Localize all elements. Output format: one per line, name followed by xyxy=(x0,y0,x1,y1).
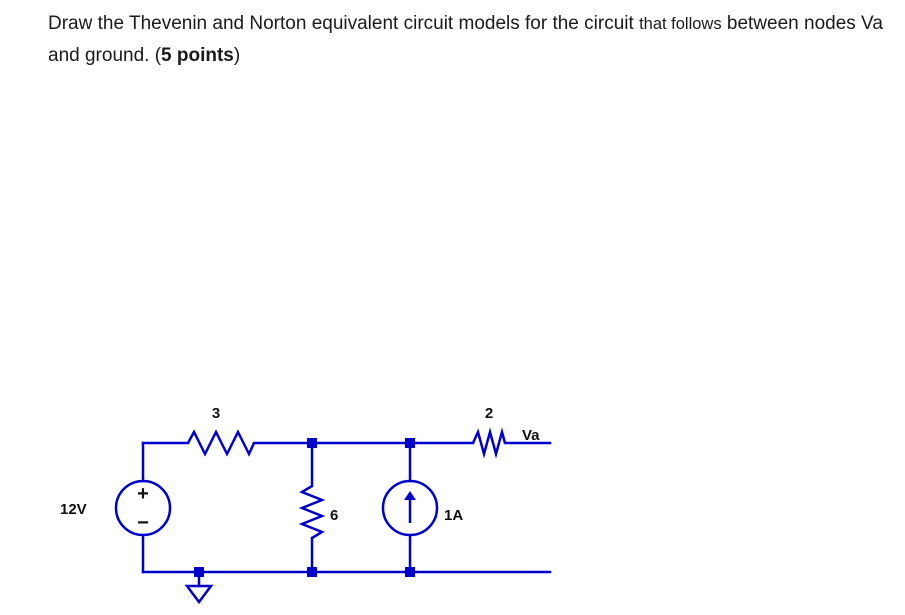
label-12v: 12V xyxy=(60,501,87,518)
label-r3: 2 xyxy=(485,405,493,422)
question-part-2: that follows xyxy=(639,15,722,33)
voltage-source: + − xyxy=(114,479,172,537)
current-source xyxy=(381,479,439,537)
ground-icon xyxy=(184,584,214,605)
plus-sign: + xyxy=(137,483,149,505)
question-part-3: between nodes Va and ground. xyxy=(48,13,883,66)
resistor-r1 xyxy=(186,429,256,457)
label-r1: 3 xyxy=(212,405,220,422)
points-label: 5 points xyxy=(161,45,234,66)
label-va: Va xyxy=(522,427,540,444)
close-paren: ) xyxy=(233,45,241,66)
label-1a: 1A xyxy=(444,507,463,524)
node-top-cs xyxy=(405,438,415,448)
node-top-mid xyxy=(307,438,317,448)
resistor-r2 xyxy=(298,484,326,540)
current-arrow-head-icon xyxy=(404,491,416,500)
question-text: Draw the Thevenin and Norton equivalent … xyxy=(48,8,898,72)
minus-sign: − xyxy=(137,512,149,534)
resistor-r3 xyxy=(471,427,507,459)
question-part-1: Draw the Thevenin and Norton equivalent … xyxy=(48,13,634,34)
node-bottom-cs xyxy=(405,567,415,577)
open-paren: ( xyxy=(154,45,162,66)
label-r2: 6 xyxy=(330,507,338,524)
node-bottom-mid xyxy=(307,567,317,577)
node-ground xyxy=(194,567,204,577)
